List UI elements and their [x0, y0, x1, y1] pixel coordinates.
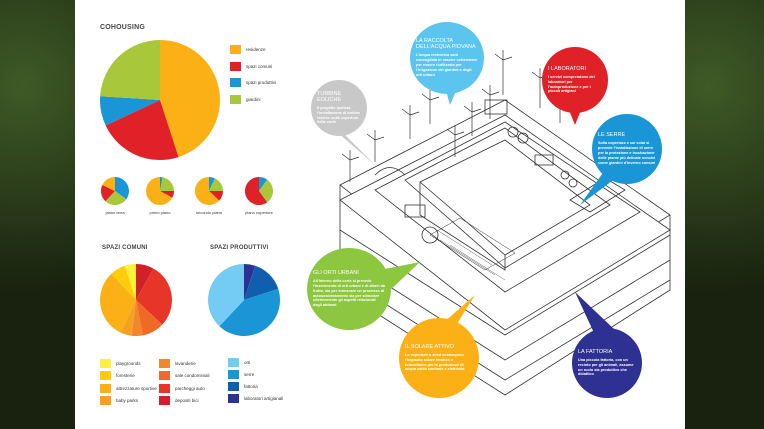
building-floors	[339, 99, 671, 396]
bubble-solare-attivo: Il solare attivoLe coperture a shed sost…	[399, 318, 479, 398]
pie-slice-spazi-comuni	[245, 177, 268, 205]
spazi-produttivi-title: SPAZI PRODUTTIVI	[210, 245, 269, 251]
cohousing-title: COHOUSING	[100, 24, 145, 31]
background-grass-left	[0, 0, 75, 429]
legend-lavanderie: lavanderie	[159, 359, 196, 368]
cohousing-pie	[100, 40, 220, 160]
building-diagram	[328, 50, 671, 396]
bubble-orti-urbani: Gli orti urbaniAll'interno della corte s…	[307, 248, 391, 330]
pie-slice-baby-parks	[120, 300, 136, 336]
pie-slice-residenze	[195, 177, 220, 205]
pie-slice-spazi-comuni	[100, 185, 115, 202]
spazi-comuni-pie	[100, 264, 172, 336]
bubble-raccolta-acqua: La raccolta dell'acqua piovanaL'acqua me…	[410, 22, 484, 94]
legend-parcheggi-auto: parcheggi auto	[159, 384, 205, 393]
pie-slice-spazi-produttivi	[209, 177, 215, 191]
pie-slice-spazi-comuni	[160, 191, 174, 198]
legend-spazi-comuni: spazi comuni	[230, 62, 272, 71]
pie-slice-spazi-produttivi	[160, 177, 163, 191]
pie-slice-spazi-produttivi	[259, 177, 268, 191]
pie-slice-orti	[208, 264, 244, 327]
caption-secondo-piano: secondo piano	[195, 210, 223, 215]
legend-foresterie: foresterie	[100, 371, 135, 380]
pie-slice-foresterie	[111, 265, 136, 300]
bubble-laboratori: I laboratoriI servizi comprendono dei la…	[542, 47, 608, 113]
pie-slice-giardini	[100, 40, 160, 100]
caption-primo-piano: primo piano	[149, 210, 171, 215]
pie-slice-giardini	[259, 179, 273, 203]
pie-slice-parcheggi-auto	[136, 268, 172, 325]
pie-slice-playgrounds	[124, 264, 136, 300]
legend-orti: orti	[228, 358, 250, 367]
legend-giardini: giardini	[230, 95, 261, 104]
charts-svg	[100, 40, 280, 336]
pie-slice-depositi-bici	[136, 264, 154, 300]
legend-baby-parks: baby parks	[100, 396, 138, 405]
pie-slice-residenze	[146, 177, 173, 205]
legend-fattoria: fattoria	[228, 382, 258, 391]
pie-slice-sale-condominiali	[136, 300, 163, 336]
pie-slice-laboratori-artigianali	[244, 264, 256, 300]
secondo-piano-pie	[195, 177, 223, 205]
pie-slice-serre	[219, 288, 280, 336]
legend-serre: serre	[228, 370, 254, 379]
pie-slice-giardini	[105, 191, 127, 206]
pie-slice-residenze	[102, 177, 115, 191]
background-grass-right	[685, 0, 764, 429]
bubble-le-serre: Le serreSulla copertura e sui solai si p…	[592, 114, 662, 184]
pie-slice-giardini	[160, 177, 174, 191]
pie-slice-giardini	[209, 178, 223, 191]
legend-laboratori-artigianali: laboratori artigianali	[228, 394, 283, 403]
pie-slice-attrezzature-sportive	[100, 273, 136, 333]
legend-depositi-bici: depositi bici	[159, 396, 199, 405]
piano-coperture-pie	[245, 177, 273, 205]
legend-spazi-produttivi: spazi produttivi	[230, 78, 276, 87]
pie-slice-spazi-comuni	[105, 100, 179, 160]
legend-playgrounds: playgrounds	[100, 359, 141, 368]
pie-slice-spazi-comuni	[209, 191, 223, 201]
legend-residenze: residenze	[230, 45, 266, 54]
piano-terra-pie	[100, 177, 129, 206]
caption-piano-coperture: piano coperture	[245, 210, 273, 215]
legend-sale-condominiali: sale condominiali	[159, 371, 210, 380]
spazi-comuni-title: SPAZI COMUNI	[102, 245, 148, 251]
legend-attrezzature-sportive: attrezzature sportive	[100, 384, 157, 393]
spazi-produttivi-pie	[208, 264, 280, 336]
pie-slice-residenze	[160, 40, 220, 158]
bubble-turbine-eoliche: Turbine eolicheIl progetto ipotizza l'in…	[311, 80, 367, 136]
infographic-panel: COHOUSING residenze spazi comuni spazi p…	[75, 0, 685, 429]
pie-slice-spazi-produttivi	[100, 96, 160, 126]
bubble-fattoria: La fattoriaUna piccola fattoria, con un …	[572, 328, 642, 398]
pie-slice-fattoria	[244, 265, 279, 300]
pie-slice-spazi-produttivi	[115, 177, 129, 200]
pie-slice-lavanderie	[131, 300, 143, 336]
primo-piano-pie	[146, 177, 174, 205]
caption-piano-terra: piano terra	[105, 210, 125, 215]
